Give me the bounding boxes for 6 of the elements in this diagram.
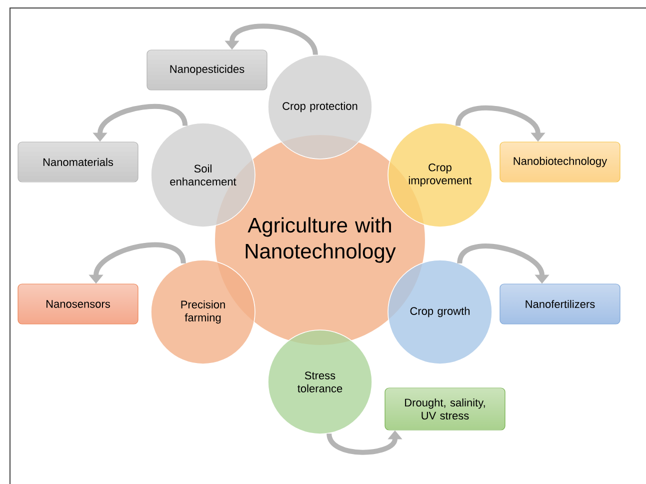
application-box: Nanopesticides [146, 50, 268, 90]
application-box: Drought, salinity, UV stress [384, 388, 506, 430]
application-box: Nanofertilizers [500, 284, 620, 324]
application-box: Nanosensors [18, 284, 138, 324]
application-box: Nanobiotechnology [500, 142, 620, 182]
application-box: Nanomaterials [18, 142, 138, 182]
